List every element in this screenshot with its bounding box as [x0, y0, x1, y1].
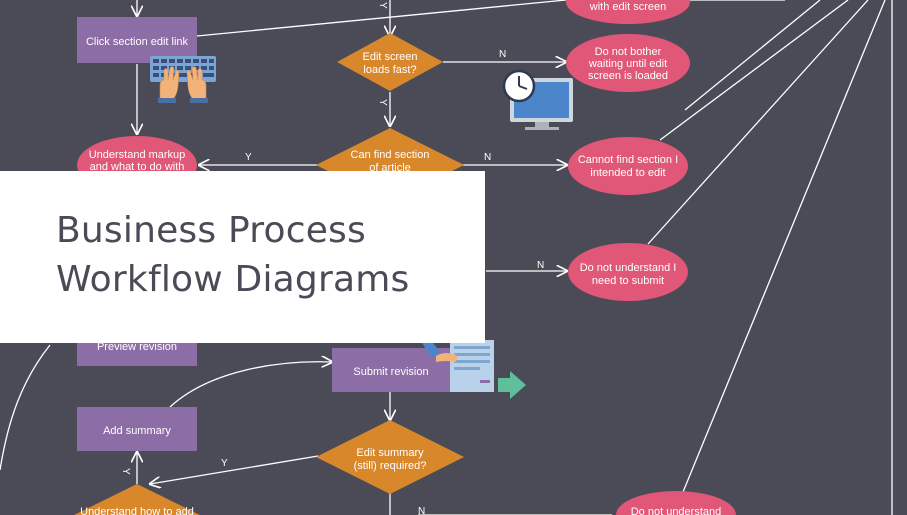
node-label-line-1: Edit summary: [356, 447, 424, 459]
edge-label-n-fast: N: [499, 49, 506, 60]
edge-ret-2: [684, 0, 821, 111]
keyboard-hands-icon: [150, 56, 216, 103]
edge-labels: Y N Y Y N N Y Y N: [120, 2, 544, 515]
node-label-line-2: waiting until edit: [588, 58, 667, 70]
node-label: with edit screen: [589, 1, 666, 13]
node-label-line-1: Do not bother: [595, 46, 662, 58]
person-laptop-icon: [420, 336, 494, 392]
edge-label-n-find: N: [484, 152, 491, 163]
node-do-not-understand-bottom: Do not understand: [616, 491, 736, 515]
edge-ret-3: [659, 0, 849, 141]
edge-label-y-add: Y: [120, 468, 131, 475]
node-do-not-bother-waiting: Do not bother waiting until edit screen …: [566, 34, 690, 92]
node-label-line-1: Cannot find section I: [578, 154, 678, 166]
monitor-clock-icon: [502, 69, 573, 130]
node-label-line-1: Edit screen: [362, 51, 417, 63]
edge-left-curve: [0, 344, 51, 471]
node-label-line-3: screen is loaded: [588, 70, 668, 82]
node-label-line-1: Do not understand I: [580, 262, 677, 274]
node-label: Preview revision: [97, 341, 177, 353]
node-label-line-2: loads fast?: [363, 64, 416, 76]
node-label-line-2: (still) required?: [354, 460, 427, 472]
node-label: Do not understand: [631, 506, 722, 515]
node-label: Submit revision: [353, 366, 428, 378]
node-understand-how-to-add: Understand how to add: [74, 484, 200, 515]
node-cannot-find-section: Cannot find section I intended to edit: [568, 137, 688, 195]
node-edit-summary-required: Edit summary (still) required?: [316, 420, 464, 494]
node-add-summary: Add summary: [77, 407, 197, 451]
node-label-line-2: need to submit: [592, 275, 664, 287]
node-label: Understand how to add: [80, 506, 194, 515]
node-with-edit-screen: with edit screen: [566, 0, 690, 24]
node-label: Click section edit link: [86, 36, 189, 48]
edge-click-to-top: [196, 0, 567, 37]
node-label: Add summary: [103, 425, 171, 437]
edge-add-to-submit: [169, 362, 332, 408]
node-do-not-understand-submit: Do not understand I need to submit: [568, 243, 688, 301]
node-label-line-2: and what to do with: [90, 161, 185, 173]
edge-ret-5: [682, 0, 886, 493]
edge-label-y-summary: Y: [221, 458, 228, 469]
edge-label-y-top: Y: [377, 2, 388, 9]
edge-label-n-submit: N: [537, 260, 544, 271]
title-line-1: Business Process: [56, 210, 366, 251]
node-label-line-2: intended to edit: [590, 167, 665, 179]
edge-label-n-bottom: N: [418, 506, 425, 515]
node-click-section-edit-link: Click section edit link: [77, 17, 197, 63]
edge-summary-to-add: [150, 455, 319, 484]
title-card: Business Process Workflow Diagrams: [0, 171, 485, 343]
edge-label-y-fast: Y: [377, 99, 388, 106]
edge-label-y-find: Y: [245, 152, 252, 163]
node-label-line-1: Can find section: [351, 149, 430, 161]
title-line-2: Workflow Diagrams: [56, 259, 410, 300]
node-label-line-1: Understand markup: [89, 149, 186, 161]
edge-ret-4: [647, 0, 869, 245]
node-edit-screen-loads-fast: Edit screen loads fast?: [337, 33, 443, 91]
arrow-right-icon: [498, 371, 526, 399]
